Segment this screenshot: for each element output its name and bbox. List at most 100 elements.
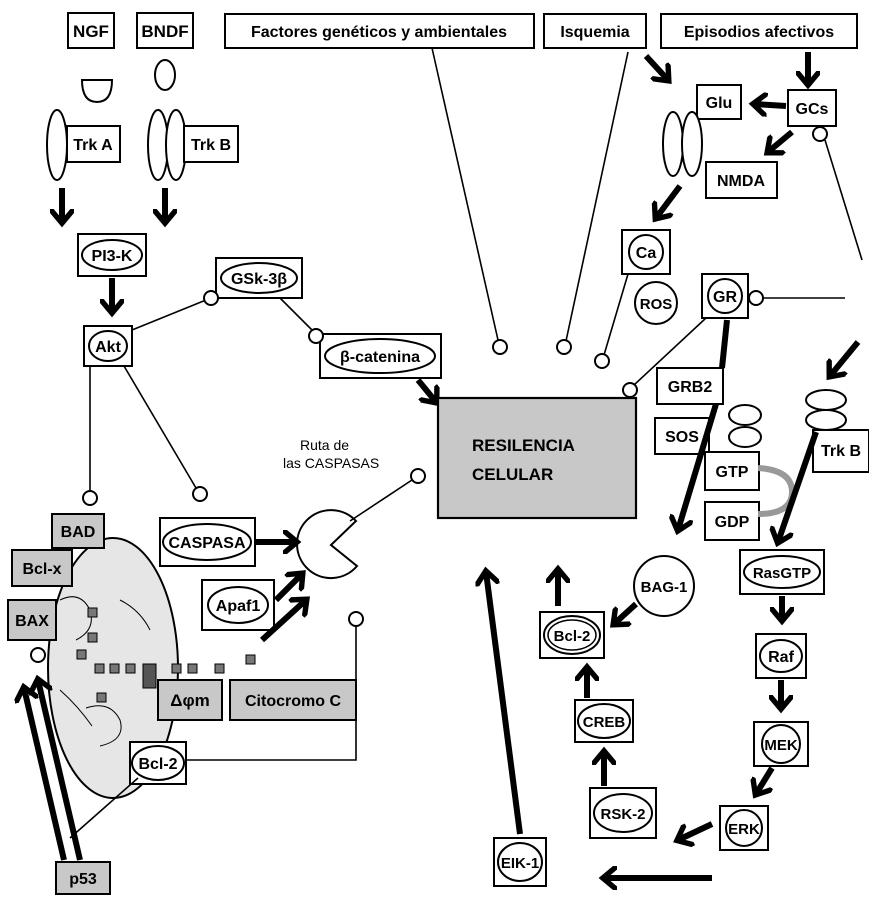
- factores-box: Factores genéticos y ambientales: [224, 13, 535, 49]
- p53-bax-arrow-2: [38, 680, 83, 861]
- trkb-right-label: Trk B: [821, 443, 861, 460]
- bcl2-right-node: Bcl-2: [539, 611, 605, 659]
- gcs-trkb-line: [824, 139, 863, 261]
- gcs-glu-arrow: [754, 104, 787, 106]
- p53-label: p53: [69, 871, 97, 888]
- bndf-ligand-shape: [154, 59, 176, 91]
- citocromo-release-arrow: [259, 600, 306, 643]
- bad-label: BAD: [61, 524, 96, 541]
- akt-bad-inhibit-dot: [82, 490, 98, 506]
- factores-line: [431, 47, 499, 341]
- mek-node: MEK: [753, 721, 809, 767]
- episodios-box: Episodios afectivos: [660, 13, 858, 49]
- ruta-label-2: las CASPASAS: [283, 455, 379, 471]
- pi3k-label: PI3-K: [92, 248, 133, 265]
- resilencia-line2: CELULAR: [472, 465, 553, 484]
- gcs-nmda-arrow: [768, 129, 794, 152]
- ngf-box: NGF: [67, 12, 115, 49]
- apaf1-label: Apaf1: [216, 598, 261, 615]
- isquemia-arrow: [643, 53, 668, 80]
- nmda-node: NMDA: [705, 161, 778, 199]
- bag1-bcl2-arrow: [614, 601, 639, 624]
- ca-line: [603, 273, 629, 356]
- akt-caspasa-inhibit-dot: [192, 486, 208, 502]
- gsk3b-label: GSk-3β: [231, 271, 287, 288]
- nmda-ca-arrow: [656, 184, 683, 218]
- p53-bcl2-line: [69, 777, 139, 839]
- erk-rsk2-arrow: [678, 821, 714, 840]
- episodios-label: Episodios afectivos: [684, 24, 834, 41]
- apaf1-arrow: [273, 574, 302, 603]
- bax-node: BAX: [7, 599, 57, 641]
- mek-erk-arrow: [756, 766, 775, 794]
- mek-label: MEK: [764, 737, 798, 754]
- bcatenina-label: β-catenina: [340, 349, 420, 366]
- trka-box: Trk A: [66, 125, 121, 163]
- glu-node: Glu: [696, 84, 742, 120]
- trkb-right-node: Trk B: [812, 429, 869, 473]
- glu-label: Glu: [706, 95, 733, 112]
- caspasa-node: CASPASA: [159, 517, 256, 567]
- bcl2-caspase-inhibit-dot: [348, 611, 364, 627]
- trkb-label: Trk B: [191, 137, 231, 154]
- grb2-label: GRB2: [668, 379, 713, 396]
- akt-gsk3b-line: [131, 299, 207, 331]
- bcl2-right-label: Bcl-2: [554, 628, 591, 645]
- caspasas-resilencia-line: [349, 479, 413, 522]
- eik1-node: EIK-1: [493, 837, 547, 887]
- trka-receptor-shape: [46, 109, 68, 181]
- caspase-pathway-shape: [296, 509, 359, 580]
- isquemia-label: Isquemia: [560, 24, 629, 41]
- akt-gsk3b-inhibit-dot: [203, 290, 219, 306]
- mitochondrion-particles: [76, 607, 256, 703]
- bad-node: BAD: [51, 513, 105, 549]
- gsk3b-node: GSk-3β: [215, 257, 303, 299]
- citocromo-label: Citocromo C: [245, 693, 341, 710]
- trkb-rasgtp-arrow: [778, 431, 819, 542]
- pi3k-node: PI3-K: [77, 233, 147, 277]
- factores-inhibit-dot: [492, 339, 508, 355]
- gsk3b-bcatenina-line: [279, 297, 313, 331]
- grb2-node: GRB2: [656, 367, 724, 405]
- sos-label: SOS: [665, 429, 699, 446]
- gr-inhibit-dot: [748, 290, 764, 306]
- akt-node: Akt: [83, 325, 133, 367]
- nmda-label: NMDA: [717, 173, 765, 190]
- gtp-label: GTP: [716, 464, 749, 481]
- bcatenina-resilencia-arrow: [415, 378, 436, 402]
- erk-node: ERK: [719, 805, 769, 851]
- ca-node: Ca: [621, 229, 671, 275]
- caspasa-label: CASPASA: [168, 535, 245, 552]
- p53-node: p53: [55, 861, 111, 895]
- bndf-box: BNDF: [136, 12, 194, 49]
- bag1-shape: [633, 555, 695, 617]
- gdp-node: GDP: [704, 501, 760, 541]
- trkb-right-input-arrow: [830, 340, 861, 376]
- rsk2-node: RSK-2: [589, 787, 657, 839]
- gtp-node: GTP: [704, 451, 760, 491]
- raf-label: Raf: [768, 649, 794, 666]
- bag1-label: BAG-1: [641, 579, 688, 596]
- bcatenina-node: β-catenina: [319, 333, 442, 379]
- gprotein-oval-2: [728, 426, 762, 448]
- citocromo-node: Citocromo C: [229, 679, 357, 721]
- resilencia-line1: RESILENCIA: [472, 436, 575, 455]
- rasgtp-node: RasGTP: [739, 549, 825, 595]
- gr-resilencia-line: [633, 317, 707, 386]
- resilencia-node: RESILENCIA CELULAR: [436, 396, 638, 520]
- dpm-node: Δφm: [157, 679, 223, 721]
- ngf-cup-shape: [80, 79, 114, 104]
- gdp-label: GDP: [715, 514, 750, 531]
- bndf-label: BNDF: [141, 22, 188, 41]
- rasgtp-label: RasGTP: [753, 565, 811, 582]
- bcl2-left-node: Bcl-2: [129, 741, 187, 785]
- ca-inhibit-dot: [594, 353, 610, 369]
- ruta-label-1: Ruta de: [300, 437, 349, 453]
- gtp-gdp-cycle-arc: [757, 465, 796, 517]
- gprotein-oval-1: [728, 404, 762, 426]
- ca-label: Ca: [636, 245, 657, 262]
- caspasas-inhibit-dot: [410, 468, 426, 484]
- trkb-box: Trk B: [183, 125, 239, 163]
- eik1-label: EIK-1: [501, 855, 539, 872]
